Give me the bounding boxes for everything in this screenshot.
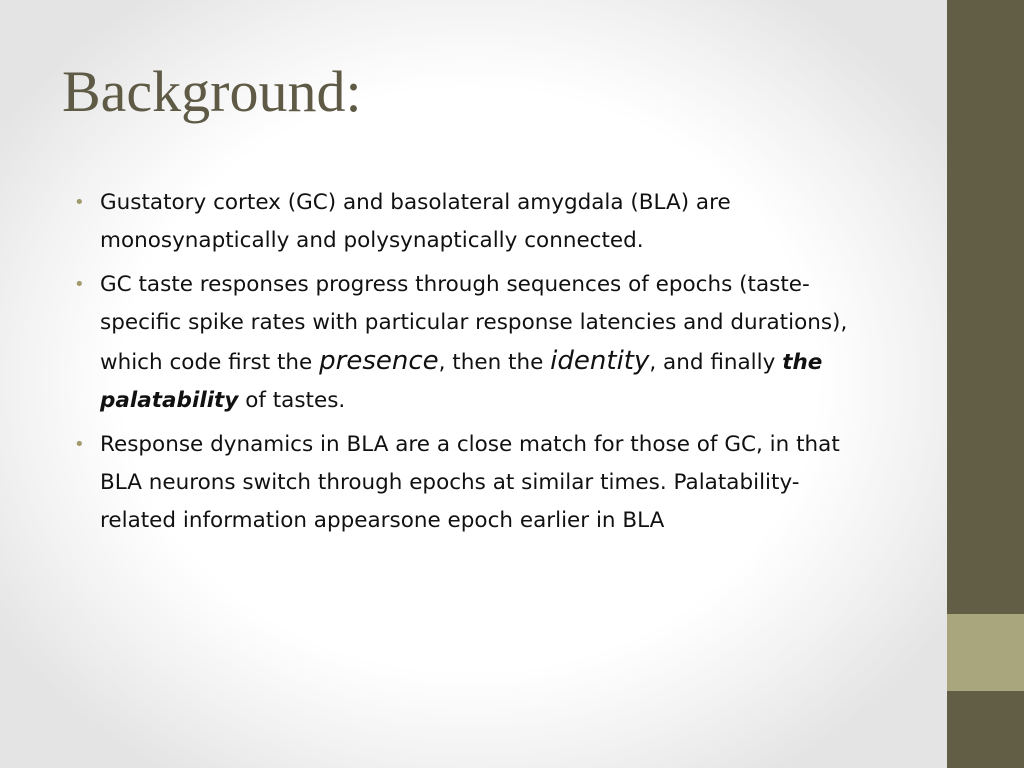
bullet-dot-icon: • xyxy=(74,274,85,295)
bullet-dot-icon: • xyxy=(74,192,85,213)
bullet-text-part: , then the xyxy=(438,350,551,375)
bullet-text: Response dynamics in BLA are a close mat… xyxy=(100,432,840,533)
decorative-sidebar-accent xyxy=(947,614,1024,691)
bullet-list: • Gustatory cortex (GC) and basolateral … xyxy=(68,184,868,546)
emphasis-presence: presence xyxy=(319,346,439,376)
emphasis-palatability: the palatability xyxy=(100,350,823,413)
bullet-item-2: • GC taste responses progress through se… xyxy=(68,266,868,420)
bullet-text-part: , and finally xyxy=(649,350,783,375)
bullet-text: Gustatory cortex (GC) and basolateral am… xyxy=(100,190,731,253)
emphasis-identity: identity xyxy=(550,346,650,376)
bullet-dot-icon: • xyxy=(74,434,85,455)
bullet-item-1: • Gustatory cortex (GC) and basolateral … xyxy=(68,184,868,260)
bullet-text-part: of tastes. xyxy=(238,388,346,413)
slide-title: Background: xyxy=(62,59,362,124)
bullet-text-part: GC taste responses progress through sequ… xyxy=(100,272,848,375)
bullet-item-3: • Response dynamics in BLA are a close m… xyxy=(68,426,868,540)
